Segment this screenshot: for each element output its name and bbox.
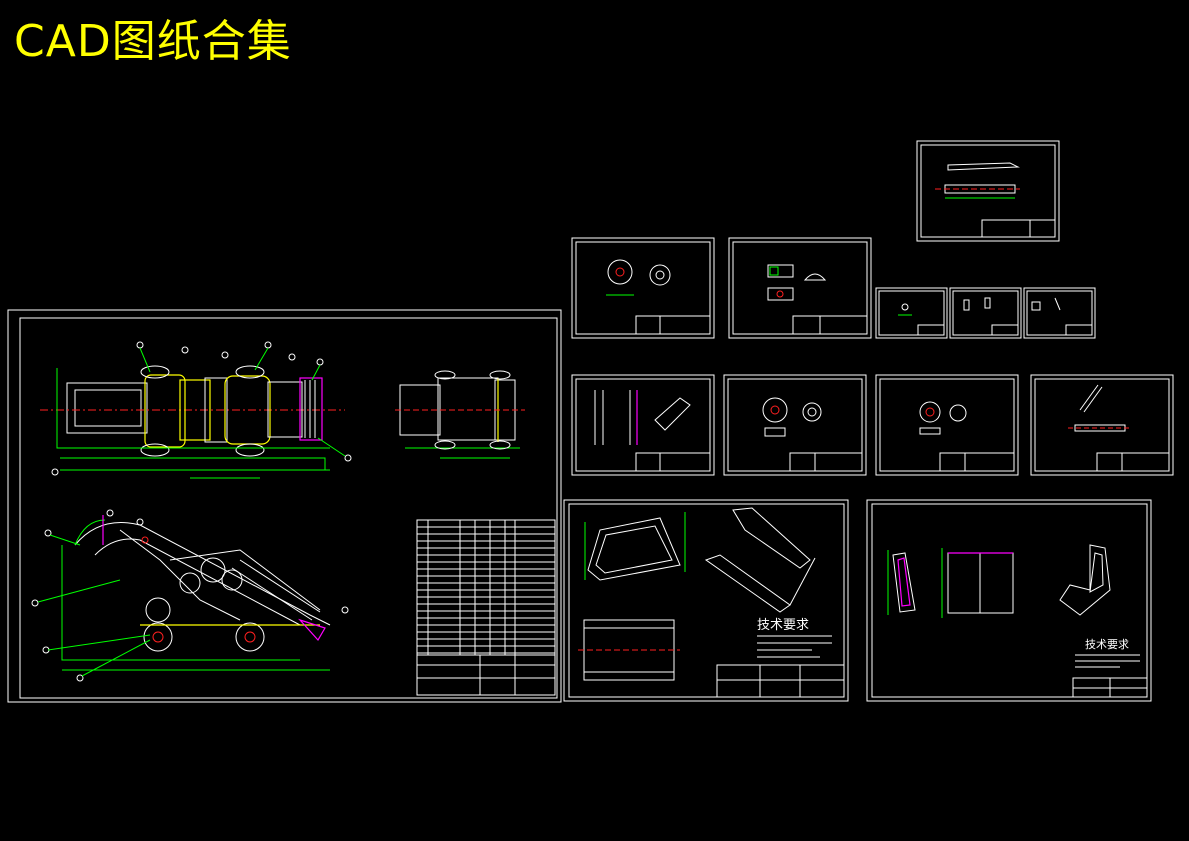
sheet-sprocket-3[interactable]	[875, 374, 1019, 476]
assembly-side-elevation	[31, 509, 349, 682]
sheet-bucket-arm[interactable]: 技术要求	[866, 499, 1152, 702]
sheet-sprocket-2[interactable]	[723, 374, 867, 476]
sheet-arm-part[interactable]	[916, 140, 1060, 242]
assembly-end-view	[395, 370, 525, 459]
assembly-top-view	[40, 341, 352, 479]
sheet-main-assembly[interactable]	[7, 309, 562, 703]
bill-of-materials	[416, 519, 556, 696]
sheet-shovel-teeth[interactable]	[571, 374, 715, 476]
sheet-shaft[interactable]	[1030, 374, 1174, 476]
page-title: CAD图纸合集	[14, 16, 292, 67]
sheet-bracket[interactable]	[728, 237, 872, 339]
sheet-small-part-2[interactable]	[949, 287, 1022, 339]
sheet-small-part-3[interactable]	[1023, 287, 1096, 339]
tech-req-heading-1: 技术要求	[757, 618, 809, 633]
sheet-small-part-1[interactable]	[875, 287, 948, 339]
sheet-sprocket-1[interactable]	[571, 237, 715, 339]
sheet-frame-weldment[interactable]: 技术要求	[563, 499, 849, 702]
tech-req-heading-2: 技术要求	[1085, 638, 1129, 651]
